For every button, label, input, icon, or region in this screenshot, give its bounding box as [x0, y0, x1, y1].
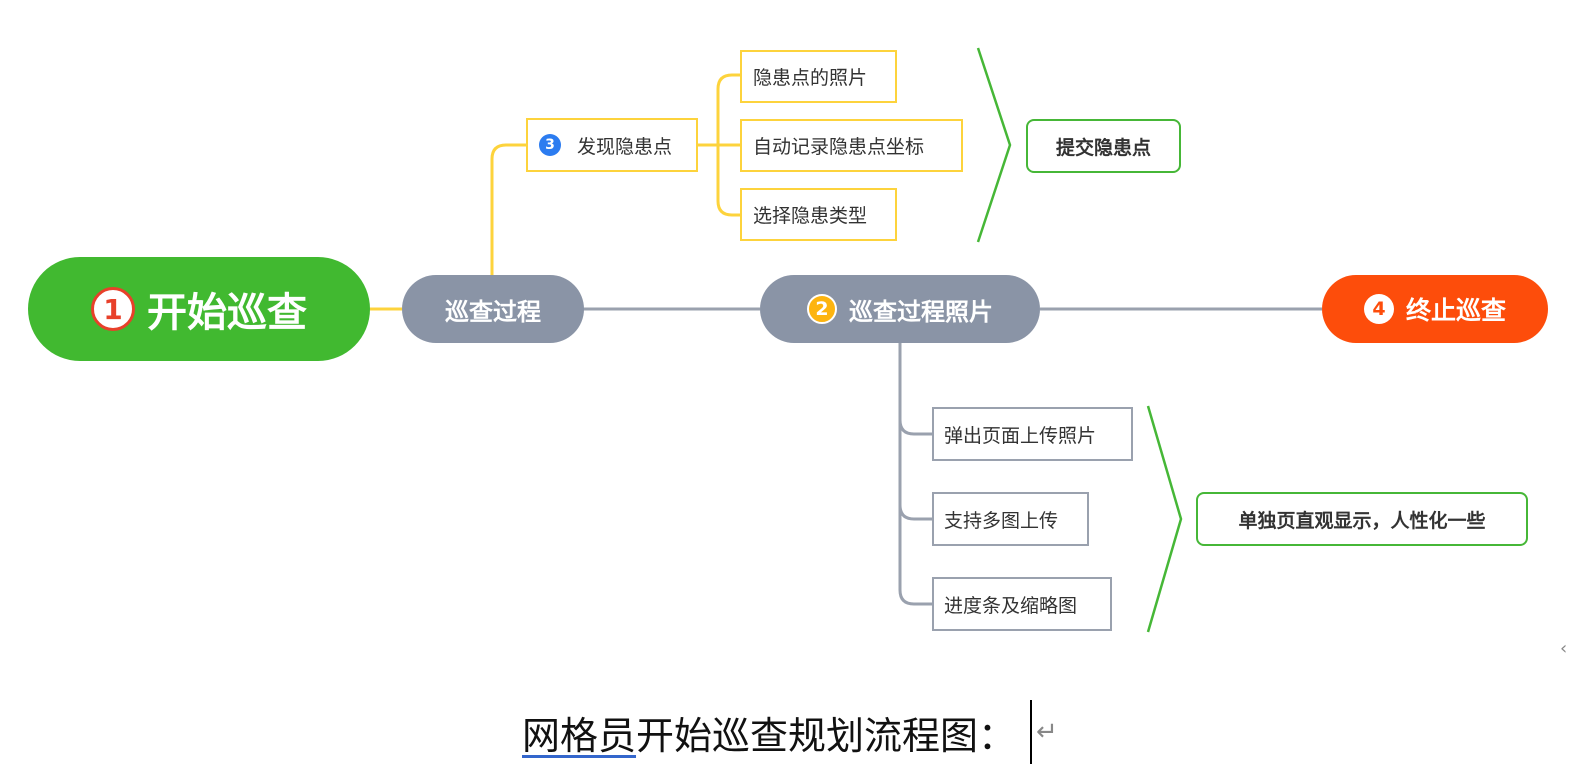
text-cursor — [1030, 700, 1033, 764]
summary-bracket-photos — [1146, 405, 1183, 633]
node-stop-patrol[interactable]: 4 终止巡查 — [1322, 275, 1548, 343]
node-hazard-photo-label: 隐患点的照片 — [753, 67, 868, 89]
node-hazard-coordinates[interactable]: 自动记录隐患点坐标 — [740, 119, 963, 172]
node-multi-upload-label: 支持多图上传 — [944, 509, 1059, 532]
node-hazard-photo[interactable]: 隐患点的照片 — [740, 50, 897, 103]
node-photo-note-label: 单独页直观显示，人性化一些 — [1238, 509, 1486, 532]
edge-arrow-icon: ‹ — [1560, 638, 1568, 659]
node-hazard-type-label: 选择隐患类型 — [753, 205, 868, 227]
root-node-label: 开始巡查 — [147, 290, 307, 336]
node-multi-upload[interactable]: 支持多图上传 — [932, 492, 1089, 546]
node-photo-upload-page[interactable]: 弹出页面上传照片 — [932, 407, 1133, 461]
node-hazard-coordinates-label: 自动记录隐患点坐标 — [753, 136, 925, 158]
node-progress-thumbnails[interactable]: 进度条及缩略图 — [932, 577, 1112, 631]
summary-bracket-hazard — [976, 47, 1012, 243]
link-hazard-item-1 — [716, 73, 740, 145]
node-submit-hazard-label: 提交隐患点 — [1055, 136, 1151, 159]
link-photo-item-2 — [898, 504, 932, 521]
node-submit-hazard[interactable]: 提交隐患点 — [1026, 119, 1181, 173]
link-process-find-hazard — [490, 143, 526, 275]
caption-text: 开始巡查规划流程图： — [636, 713, 1017, 758]
step-badge-1: 1 — [91, 287, 135, 331]
node-patrol-process[interactable]: 巡查过程 — [402, 275, 584, 343]
node-patrol-process-label: 巡查过程 — [445, 297, 541, 326]
caption-underlined-text: 网格员 — [522, 713, 637, 758]
step-badge-2: 2 — [807, 294, 837, 324]
node-find-hazard-label: 发现隐患点 — [577, 135, 673, 158]
node-photo-upload-page-label: 弹出页面上传照片 — [944, 424, 1097, 447]
document-caption[interactable]: 网格员 开始巡查规划流程图： ↵ — [522, 700, 1058, 764]
node-patrol-photos[interactable]: 2 巡查过程照片 — [760, 275, 1040, 343]
root-node-start-patrol[interactable]: 1 开始巡查 — [28, 257, 370, 361]
link-photo-item-1 — [898, 419, 932, 436]
node-find-hazard[interactable]: 3 发现隐患点 — [526, 118, 698, 172]
node-progress-thumbnails-label: 进度条及缩略图 — [944, 594, 1078, 617]
step-badge-3: 3 — [539, 134, 561, 156]
node-photo-note[interactable]: 单独页直观显示，人性化一些 — [1196, 492, 1528, 546]
node-hazard-type[interactable]: 选择隐患类型 — [740, 188, 897, 241]
node-stop-patrol-label: 终止巡查 — [1405, 296, 1506, 325]
link-hazard-item-3 — [716, 145, 740, 217]
link-photos-items — [898, 343, 932, 606]
paragraph-return-icon: ↵ — [1036, 717, 1058, 747]
node-patrol-photos-label: 巡查过程照片 — [849, 297, 993, 326]
step-badge-4: 4 — [1363, 294, 1394, 324]
